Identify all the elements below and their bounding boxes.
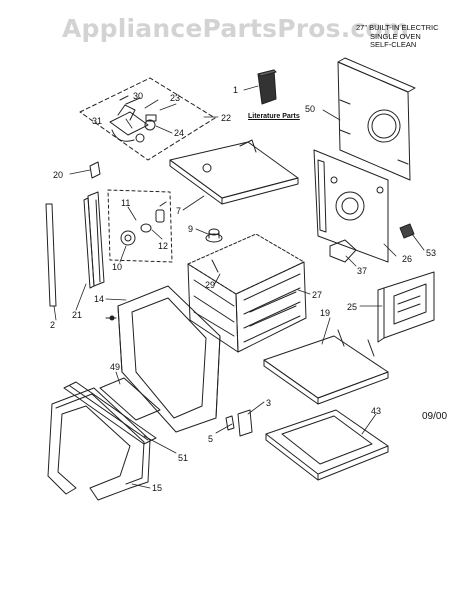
callout-1: 1: [233, 85, 238, 95]
callout-31: 31: [92, 116, 102, 126]
callout-23: 23: [170, 93, 180, 103]
callout-50: 50: [305, 104, 315, 114]
callout-15: 15: [152, 483, 162, 493]
bottom-plate-part: [263, 329, 389, 405]
sensor-part-9: [205, 228, 223, 243]
callout-3: 3: [266, 398, 271, 408]
callout-19: 19: [320, 308, 330, 318]
literature-parts-label: Literature Parts: [248, 113, 300, 120]
control-components-dashed-box: [79, 77, 216, 161]
lamp-assembly-parts: [107, 189, 173, 263]
side-trim-strip: [45, 203, 57, 307]
watermark-logo: AppliancePartsPros.com: [62, 14, 410, 43]
title-line-1: 27" BUILT-IN ELECTRIC: [356, 23, 439, 32]
callout-14: 14: [94, 294, 104, 304]
callout-30: 30: [133, 91, 143, 101]
clip-part-53: [399, 223, 415, 239]
hinge-bracket-parts: [225, 409, 253, 437]
callout-numbers: 1 50 22 30 23 31 24 20 7 9 11 12 10 26 5…: [50, 85, 436, 493]
bracket-part-20: [89, 161, 101, 179]
callout-12: 12: [158, 241, 168, 251]
callout-49: 49: [110, 362, 120, 372]
callout-5: 5: [208, 434, 213, 444]
callout-11: 11: [121, 198, 130, 208]
callout-22: 22: [221, 113, 231, 123]
callout-24: 24: [174, 128, 184, 138]
callout-7: 7: [176, 206, 181, 216]
door-gasket-part: [47, 387, 151, 501]
diagram-title-block: 27" BUILT-IN ELECTRIC SINGLE OVEN SELF-C…: [356, 23, 460, 50]
callout-2: 2: [50, 320, 55, 330]
callout-10: 10: [112, 262, 122, 272]
callout-37: 37: [357, 266, 367, 276]
callout-leader-lines: [53, 85, 425, 489]
element-mounting-panel-part: [313, 149, 389, 263]
callout-21: 21: [72, 310, 82, 320]
callout-25: 25: [347, 302, 357, 312]
title-line-2: SINGLE OVEN: [370, 31, 421, 41]
callout-53: 53: [426, 248, 436, 258]
trim-bar-part-49: [99, 377, 161, 421]
title-line-3: SELF-CLEAN: [370, 40, 417, 49]
callout-27: 27: [312, 290, 322, 300]
drawer-pan-part: [265, 409, 389, 481]
literature-booklet-part: [257, 69, 277, 105]
top-panel-part: [169, 139, 299, 205]
callout-20: 20: [53, 170, 63, 180]
callout-51: 51: [178, 453, 188, 463]
date-code: 09/00: [422, 411, 448, 422]
side-panel-part-21: [83, 191, 105, 289]
callout-9: 9: [188, 224, 193, 234]
callout-43: 43: [371, 406, 381, 416]
control-panel-part-25: [377, 271, 435, 343]
front-frame-part: [105, 285, 221, 433]
callout-29: 29: [205, 280, 215, 290]
rear-panel-part: [337, 57, 416, 181]
bottom-trim-part-51: [63, 381, 157, 445]
callout-26: 26: [402, 254, 412, 264]
oven-cavity-frame: [187, 233, 307, 353]
